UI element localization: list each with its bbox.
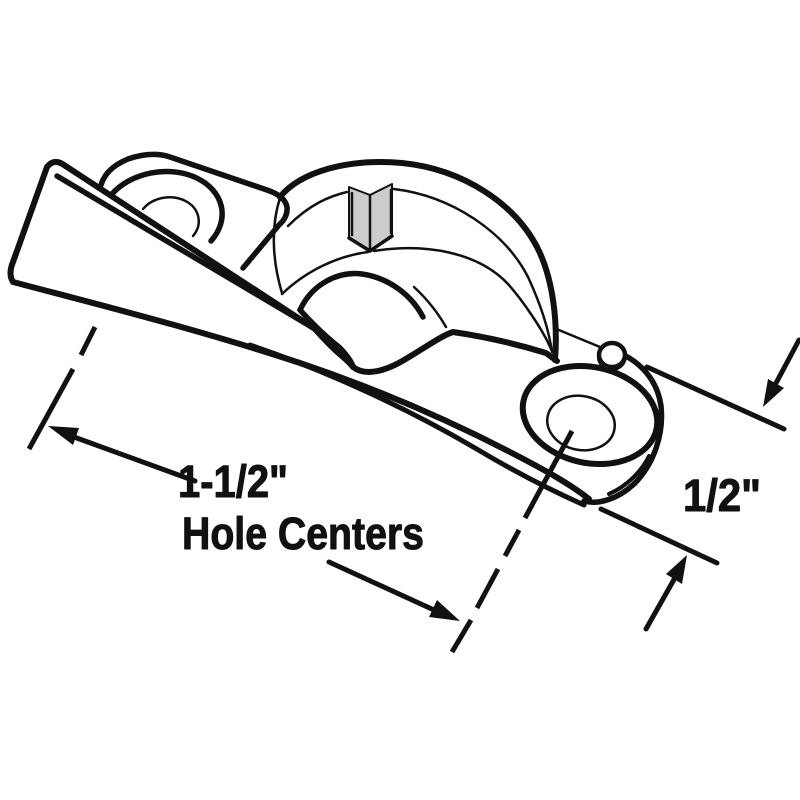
center-dome [272, 159, 559, 369]
dimension-label-hole-centers-caption: Hole Centers [182, 508, 424, 559]
inner-dome [297, 270, 426, 320]
ramp-edge [54, 173, 318, 332]
left-boss [98, 151, 290, 271]
arrow-head-right [429, 600, 460, 621]
left-hole-counterbore [109, 168, 225, 244]
pivot-pin [596, 340, 628, 371]
lip-edge [312, 326, 560, 375]
arrow-head-left [48, 426, 79, 445]
right-hole-group [519, 362, 661, 468]
right-hole-counterbore [519, 362, 661, 468]
dimension-label-half-inch: 1/2" [683, 470, 761, 521]
centerline-left-hole [26, 325, 98, 451]
centerline-right-hole [449, 429, 575, 654]
dimension-label-hole-centers-value: 1-1/2" [178, 456, 288, 507]
base-plate [7, 159, 665, 508]
dimension-annotations: 1-1/2" Hole Centers 1/2" [26, 325, 800, 654]
plate-thickness-edge [247, 342, 587, 508]
dimension-hole-centers [48, 426, 460, 621]
part-drawing [7, 151, 665, 508]
plate-right-end [581, 352, 665, 505]
arrow-head-upper [763, 379, 784, 407]
keyway-notch [347, 183, 394, 253]
dimension-half-inch [598, 337, 800, 632]
left-screw-hole [141, 196, 200, 238]
extension-line-lower [598, 506, 720, 566]
right-screw-hole [546, 394, 616, 452]
extension-line-upper [644, 364, 787, 432]
arrow-head-lower [666, 555, 687, 584]
